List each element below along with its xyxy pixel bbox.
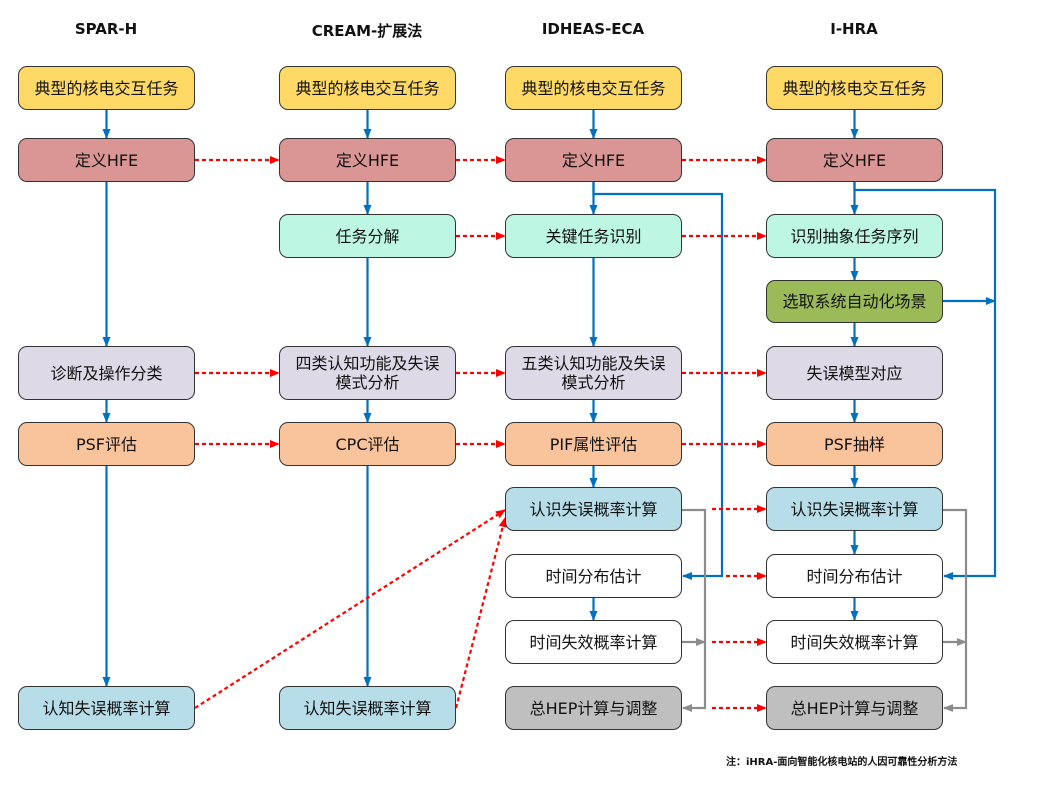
step-box: 认知失误概率计算 (279, 686, 456, 730)
step-box: 典型的核电交互任务 (505, 66, 682, 110)
step-box: 时间分布估计 (766, 554, 943, 598)
step-box: 认识失误概率计算 (766, 487, 943, 531)
merge-arrow (682, 508, 707, 712)
merge-arrow (943, 508, 968, 712)
step-box: 定义HFE (18, 138, 195, 182)
step-box: CPC评估 (279, 422, 456, 466)
step-box: 典型的核电交互任务 (18, 66, 195, 110)
step-box: 失误模型对应 (766, 346, 943, 400)
step-box: 选取系统自动化场景 (766, 280, 943, 323)
footnote: 注：iHRA-面向智能化核电站的人因可靠性分析方法 (726, 757, 958, 768)
step-box: 四类认知功能及失误模式分析 (279, 346, 456, 400)
step-box: 定义HFE (279, 138, 456, 182)
step-box: 识别抽象任务序列 (766, 214, 943, 258)
step-box: 时间分布估计 (505, 554, 682, 598)
step-box: 典型的核电交互任务 (279, 66, 456, 110)
column-header-idheas-eca: IDHEAS-ECA (541, 20, 645, 38)
step-box: 典型的核电交互任务 (766, 66, 943, 110)
step-box: PIF属性评估 (505, 422, 682, 466)
step-box: 时间失效概率计算 (766, 620, 943, 664)
step-box: 诊断及操作分类 (18, 346, 195, 400)
step-box: 任务分解 (279, 214, 456, 258)
column-header-i-hra: I-HRA (830, 20, 878, 38)
column-header-cream: CREAM-扩展法 (311, 22, 423, 40)
step-box: PSF评估 (18, 422, 195, 466)
step-box: 定义HFE (766, 138, 943, 182)
step-box: PSF抽样 (766, 422, 943, 466)
step-box: 认知失误概率计算 (18, 686, 195, 730)
mapping-arrow (454, 517, 507, 709)
step-box: 总HEP计算与调整 (766, 686, 943, 730)
step-box: 认识失误概率计算 (505, 487, 682, 531)
step-box: 定义HFE (505, 138, 682, 182)
column-header-spar-h: SPAR-H (74, 20, 138, 38)
step-box: 时间失效概率计算 (505, 620, 682, 664)
step-box: 关键任务识别 (505, 214, 682, 258)
step-box: 总HEP计算与调整 (505, 686, 682, 730)
step-box: 五类认知功能及失误模式分析 (505, 346, 682, 400)
mapping-arrow (194, 509, 506, 709)
bypass-arrow (853, 182, 997, 580)
bypass-arrow (592, 182, 724, 580)
